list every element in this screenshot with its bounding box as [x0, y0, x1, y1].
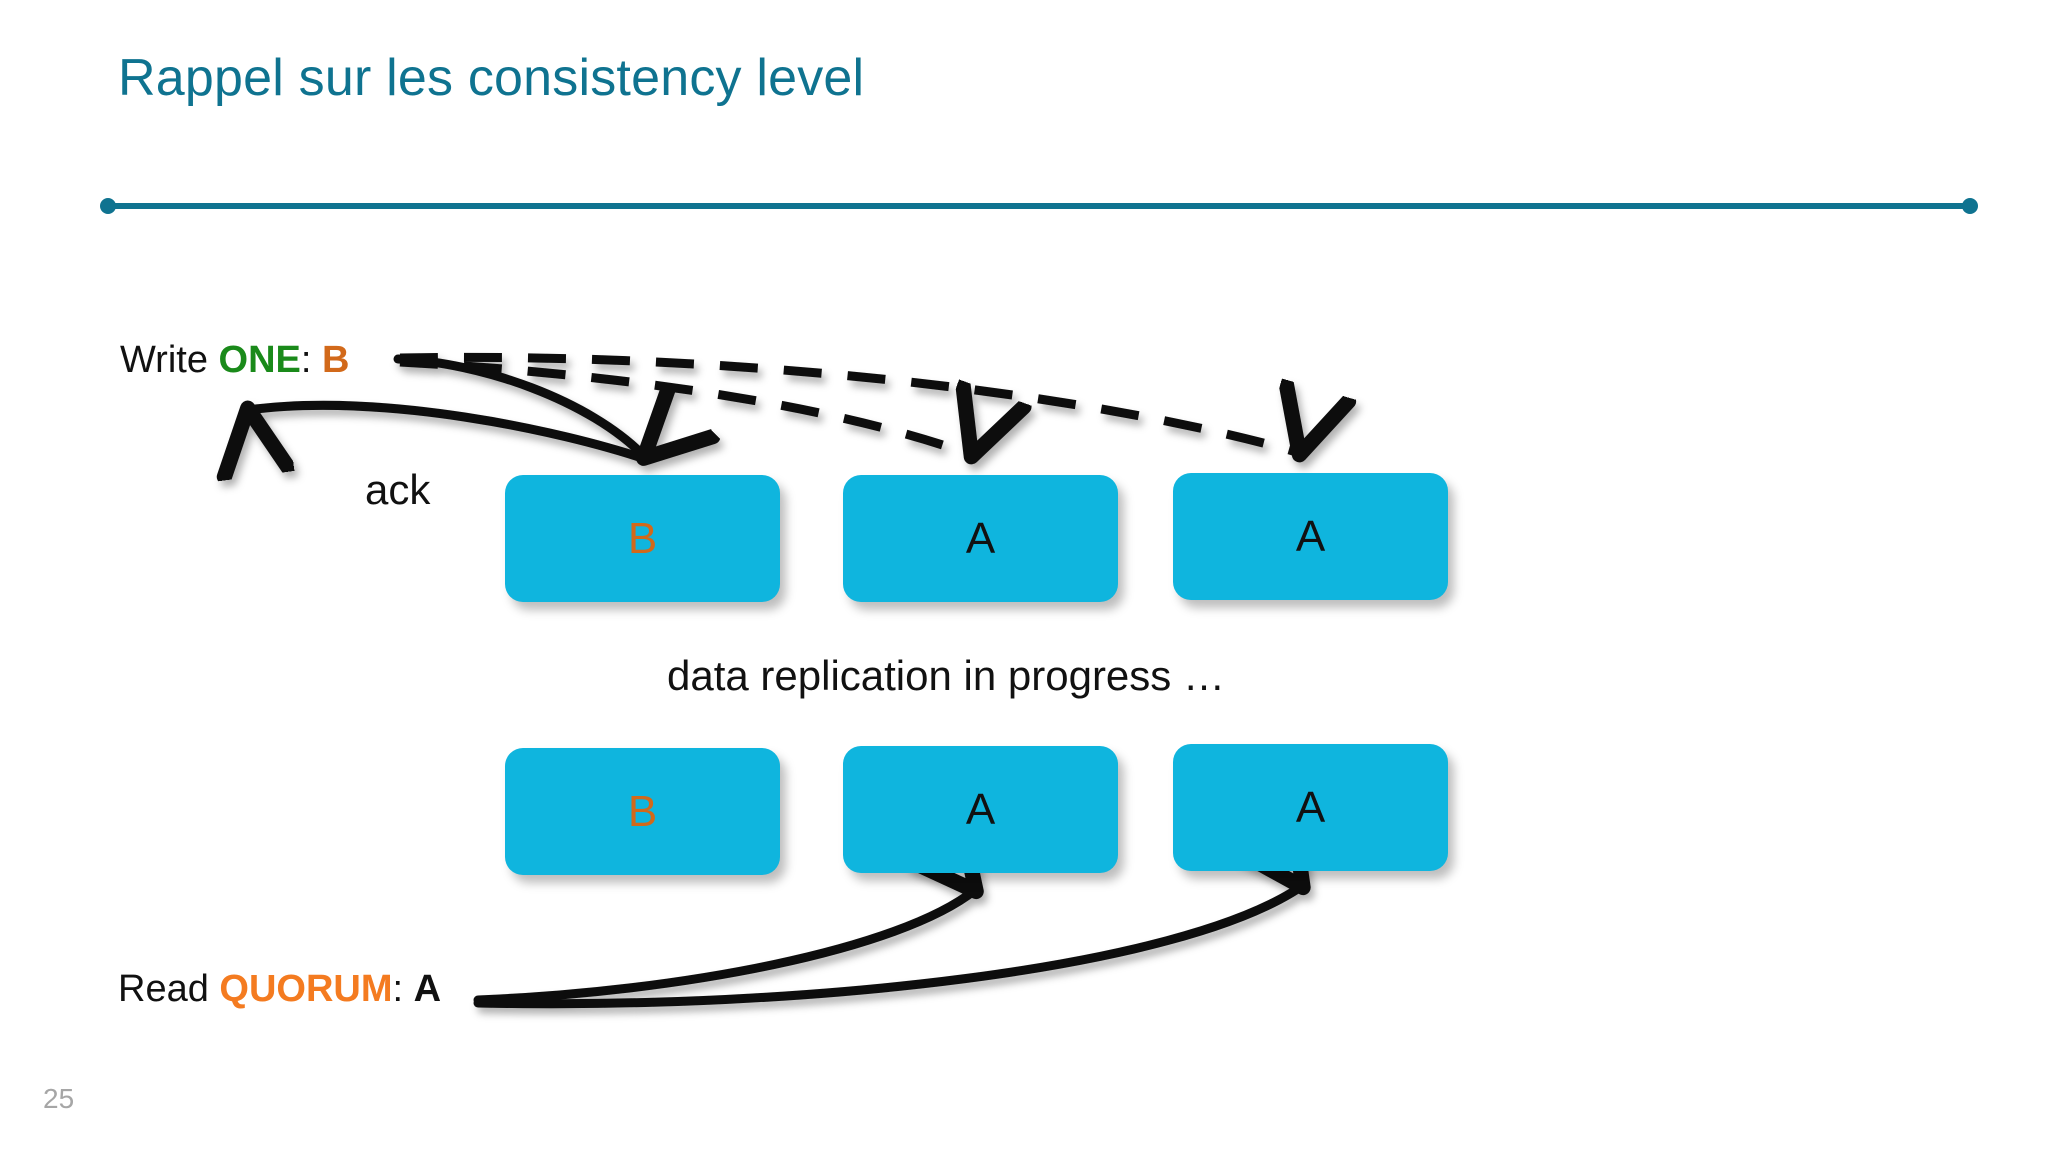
page-title: Rappel sur les consistency level [118, 49, 865, 107]
arrow-write-to-node2 [399, 357, 972, 455]
write-value: B [322, 339, 350, 381]
write-consistency-keyword: ONE [218, 339, 301, 381]
write-separator: : [300, 339, 323, 381]
arrow-write-to-node3 [399, 352, 1300, 453]
node-label: B [627, 786, 658, 836]
node-label: A [1295, 511, 1326, 561]
arrow-write-to-node1 [393, 354, 645, 457]
title-divider [100, 198, 1978, 214]
read-separator: : [392, 968, 414, 1010]
arrow-read-to-node2 [473, 890, 975, 1005]
read-consistency-keyword: QUORUM [219, 968, 393, 1010]
node-box: A [843, 475, 1118, 602]
node-box: A [1173, 473, 1448, 600]
node-box: A [843, 746, 1118, 873]
write-consistency-label: Write ONE: B [120, 339, 349, 382]
page-number: 25 [43, 1083, 75, 1114]
node-box: B [505, 475, 780, 602]
node-box: B [505, 748, 780, 875]
node-label: A [1295, 782, 1326, 832]
node-label: B [627, 513, 658, 563]
node-box: A [1173, 744, 1448, 871]
write-prefix: Write [120, 339, 219, 381]
node-label: A [965, 513, 996, 563]
read-value: A [413, 968, 442, 1010]
divider-dot-right [1962, 198, 1978, 214]
ack-label: ack [365, 466, 431, 513]
replication-status-label: data replication in progress … [667, 652, 1225, 699]
node-label: A [965, 784, 996, 834]
arrow-read-to-node3 [473, 886, 1302, 1009]
divider-line [108, 203, 1970, 209]
arrow-ack-to-write [248, 405, 653, 460]
read-consistency-label: Read QUORUM: A [118, 968, 441, 1011]
read-prefix: Read [118, 968, 220, 1010]
